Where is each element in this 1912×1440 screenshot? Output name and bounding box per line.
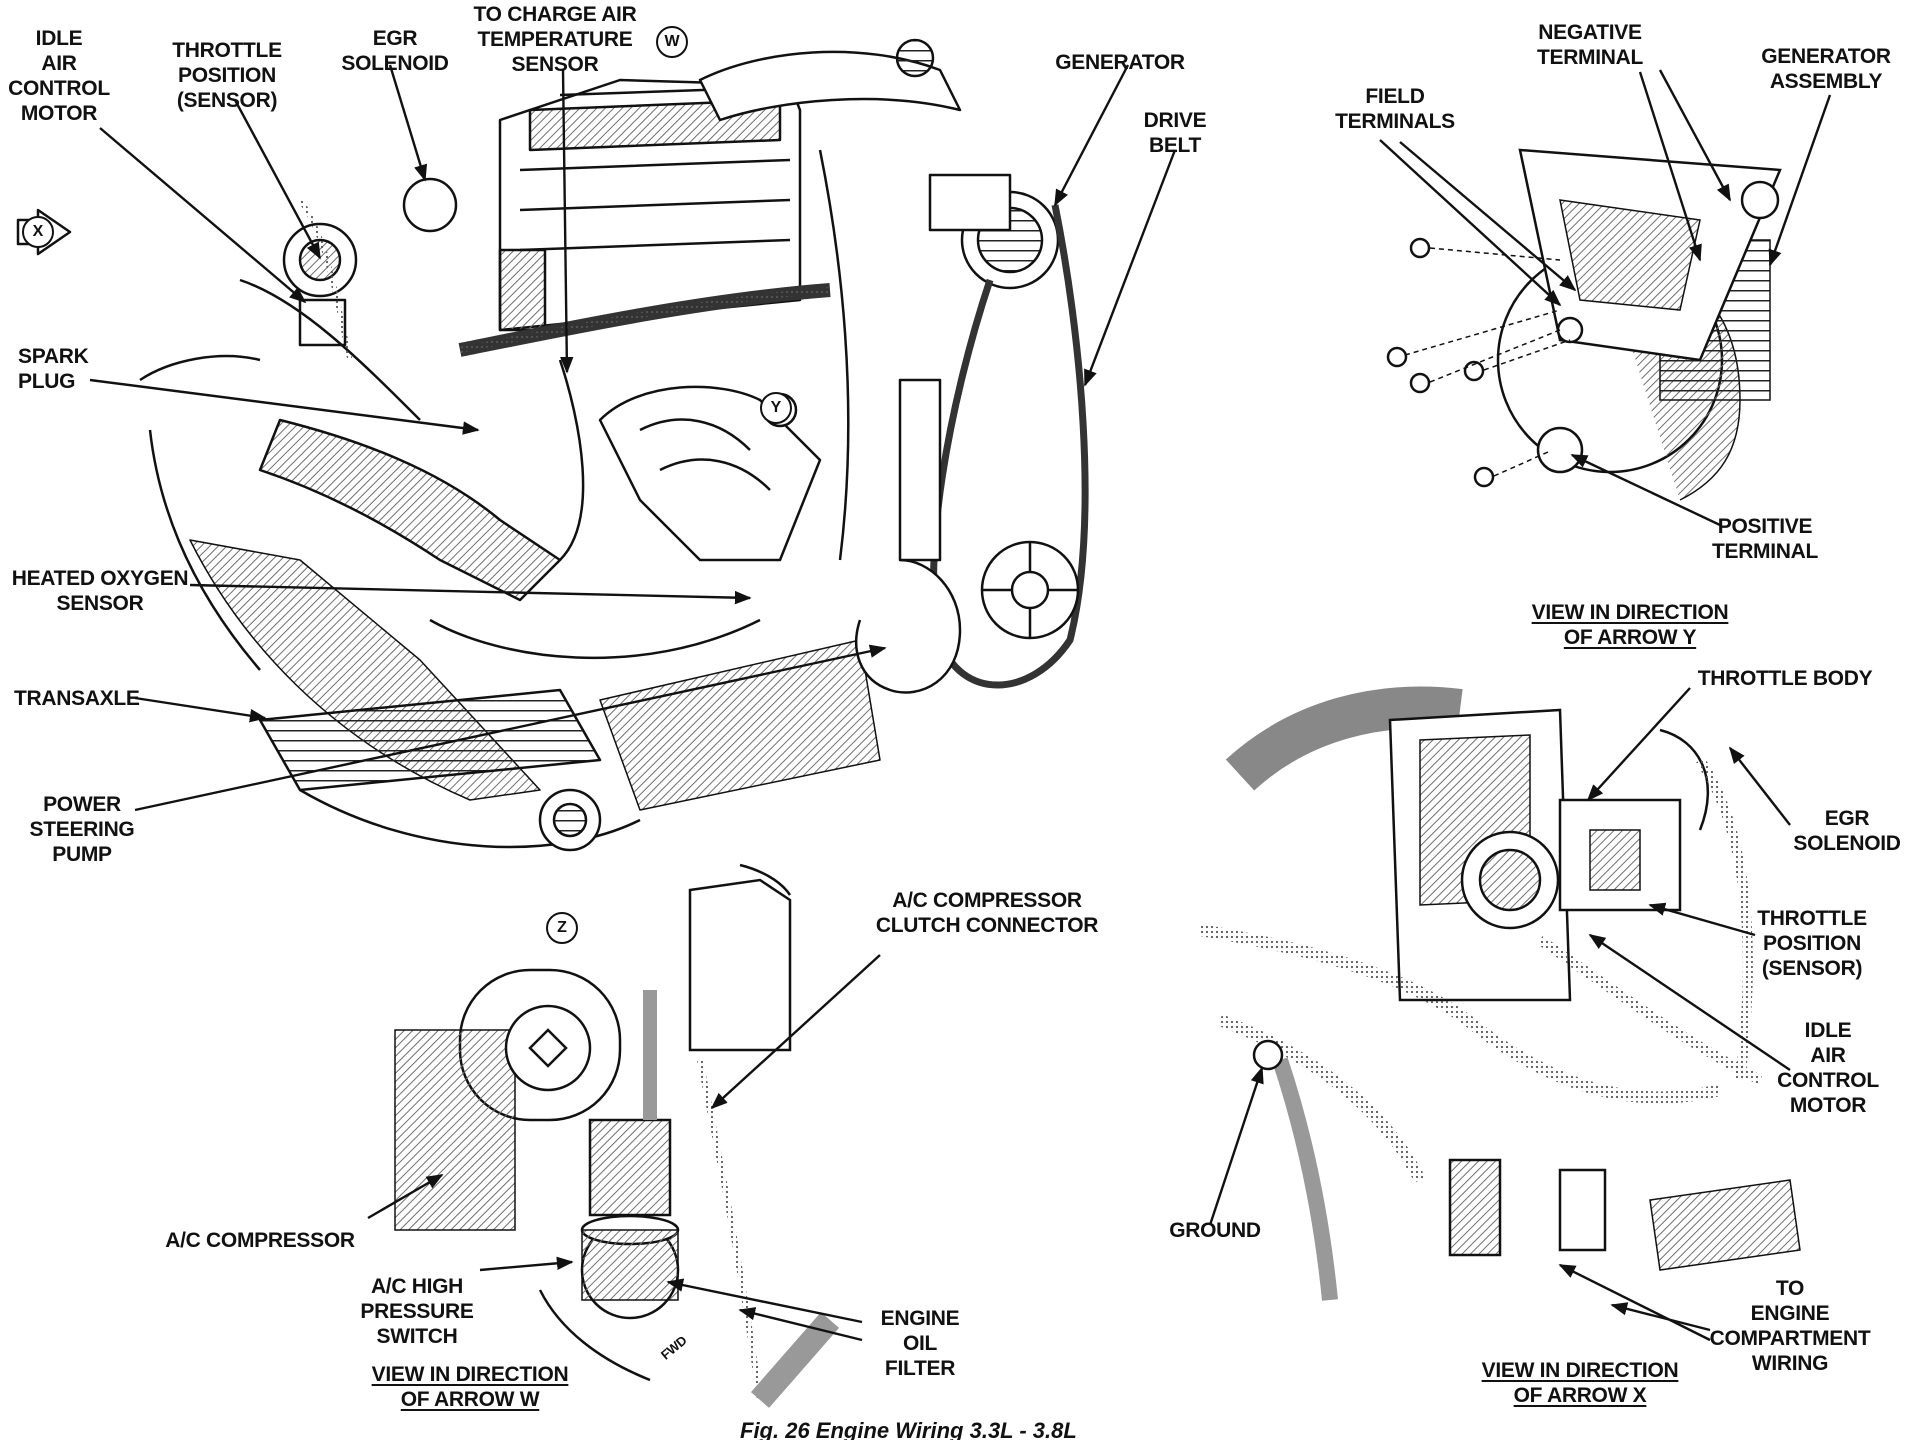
label-drive-belt: DRIVE BELT <box>1143 109 1207 157</box>
label-ac-clutch-connector: A/C COMPRESSOR CLUTCH CONNECTOR <box>875 889 1099 937</box>
view-x-throttle-body <box>1199 686 1801 1342</box>
arrow-y-tag: Y <box>760 392 792 424</box>
label-throttle-body: THROTTLE BODY <box>1697 667 1873 690</box>
label-egr-solenoid: EGR SOLENOID <box>341 27 449 75</box>
label-power-steering-pump: POWER STEERING PUMP <box>29 793 135 866</box>
arrow-w-tag: W <box>656 26 688 58</box>
arrow-z-tag: Z <box>546 912 578 944</box>
label-engine-compartment-wiring: TO ENGINE COMPARTMENT WIRING <box>1709 1277 1871 1375</box>
figure-title: Fig. 26 Engine Wiring 3.3L - 3.8L <box>740 1418 1077 1440</box>
label-egr-solenoid-x: EGR SOLENOID <box>1793 807 1901 855</box>
label-heated-oxygen-sensor: HEATED OXYGEN SENSOR <box>11 567 189 615</box>
caption-view-y: VIEW IN DIRECTION OF ARROW Y <box>1531 601 1729 649</box>
main-engine-view <box>16 38 1177 852</box>
caption-view-x: VIEW IN DIRECTION OF ARROW X <box>1481 1359 1679 1407</box>
label-throttle-position-sensor-x: THROTTLE POSITION (SENSOR) <box>1757 907 1867 980</box>
label-ac-compressor: A/C COMPRESSOR <box>165 1229 355 1252</box>
caption-view-w: VIEW IN DIRECTION OF ARROW W <box>371 1363 569 1411</box>
label-generator: GENERATOR <box>1055 51 1185 74</box>
view-w-ac-compressor <box>367 863 881 1408</box>
label-charge-air-temp-sensor: TO CHARGE AIR TEMPERATURE SENSOR <box>473 3 637 76</box>
arrow-x-tag: X <box>22 216 54 248</box>
label-engine-oil-filter: ENGINE OIL FILTER <box>880 1307 960 1380</box>
label-spark-plug: SPARK PLUG <box>18 345 89 393</box>
label-negative-terminal: NEGATIVE TERMINAL <box>1536 21 1644 69</box>
label-field-terminals: FIELD TERMINALS <box>1335 85 1455 133</box>
label-ac-high-pressure-switch: A/C HIGH PRESSURE SWITCH <box>360 1275 474 1348</box>
label-transaxle: TRANSAXLE <box>14 687 140 710</box>
label-positive-terminal: POSITIVE TERMINAL <box>1711 515 1819 563</box>
label-idle-air-control-motor: IDLE AIR CONTROL MOTOR <box>8 27 110 125</box>
view-y-generator <box>1379 69 1832 527</box>
label-throttle-position-sensor: THROTTLE POSITION (SENSOR) <box>172 39 282 112</box>
label-idle-air-control-motor-x: IDLE AIR CONTROL MOTOR <box>1777 1019 1879 1117</box>
label-ground: GROUND <box>1169 1219 1261 1242</box>
label-generator-assembly: GENERATOR ASSEMBLY <box>1761 45 1891 93</box>
